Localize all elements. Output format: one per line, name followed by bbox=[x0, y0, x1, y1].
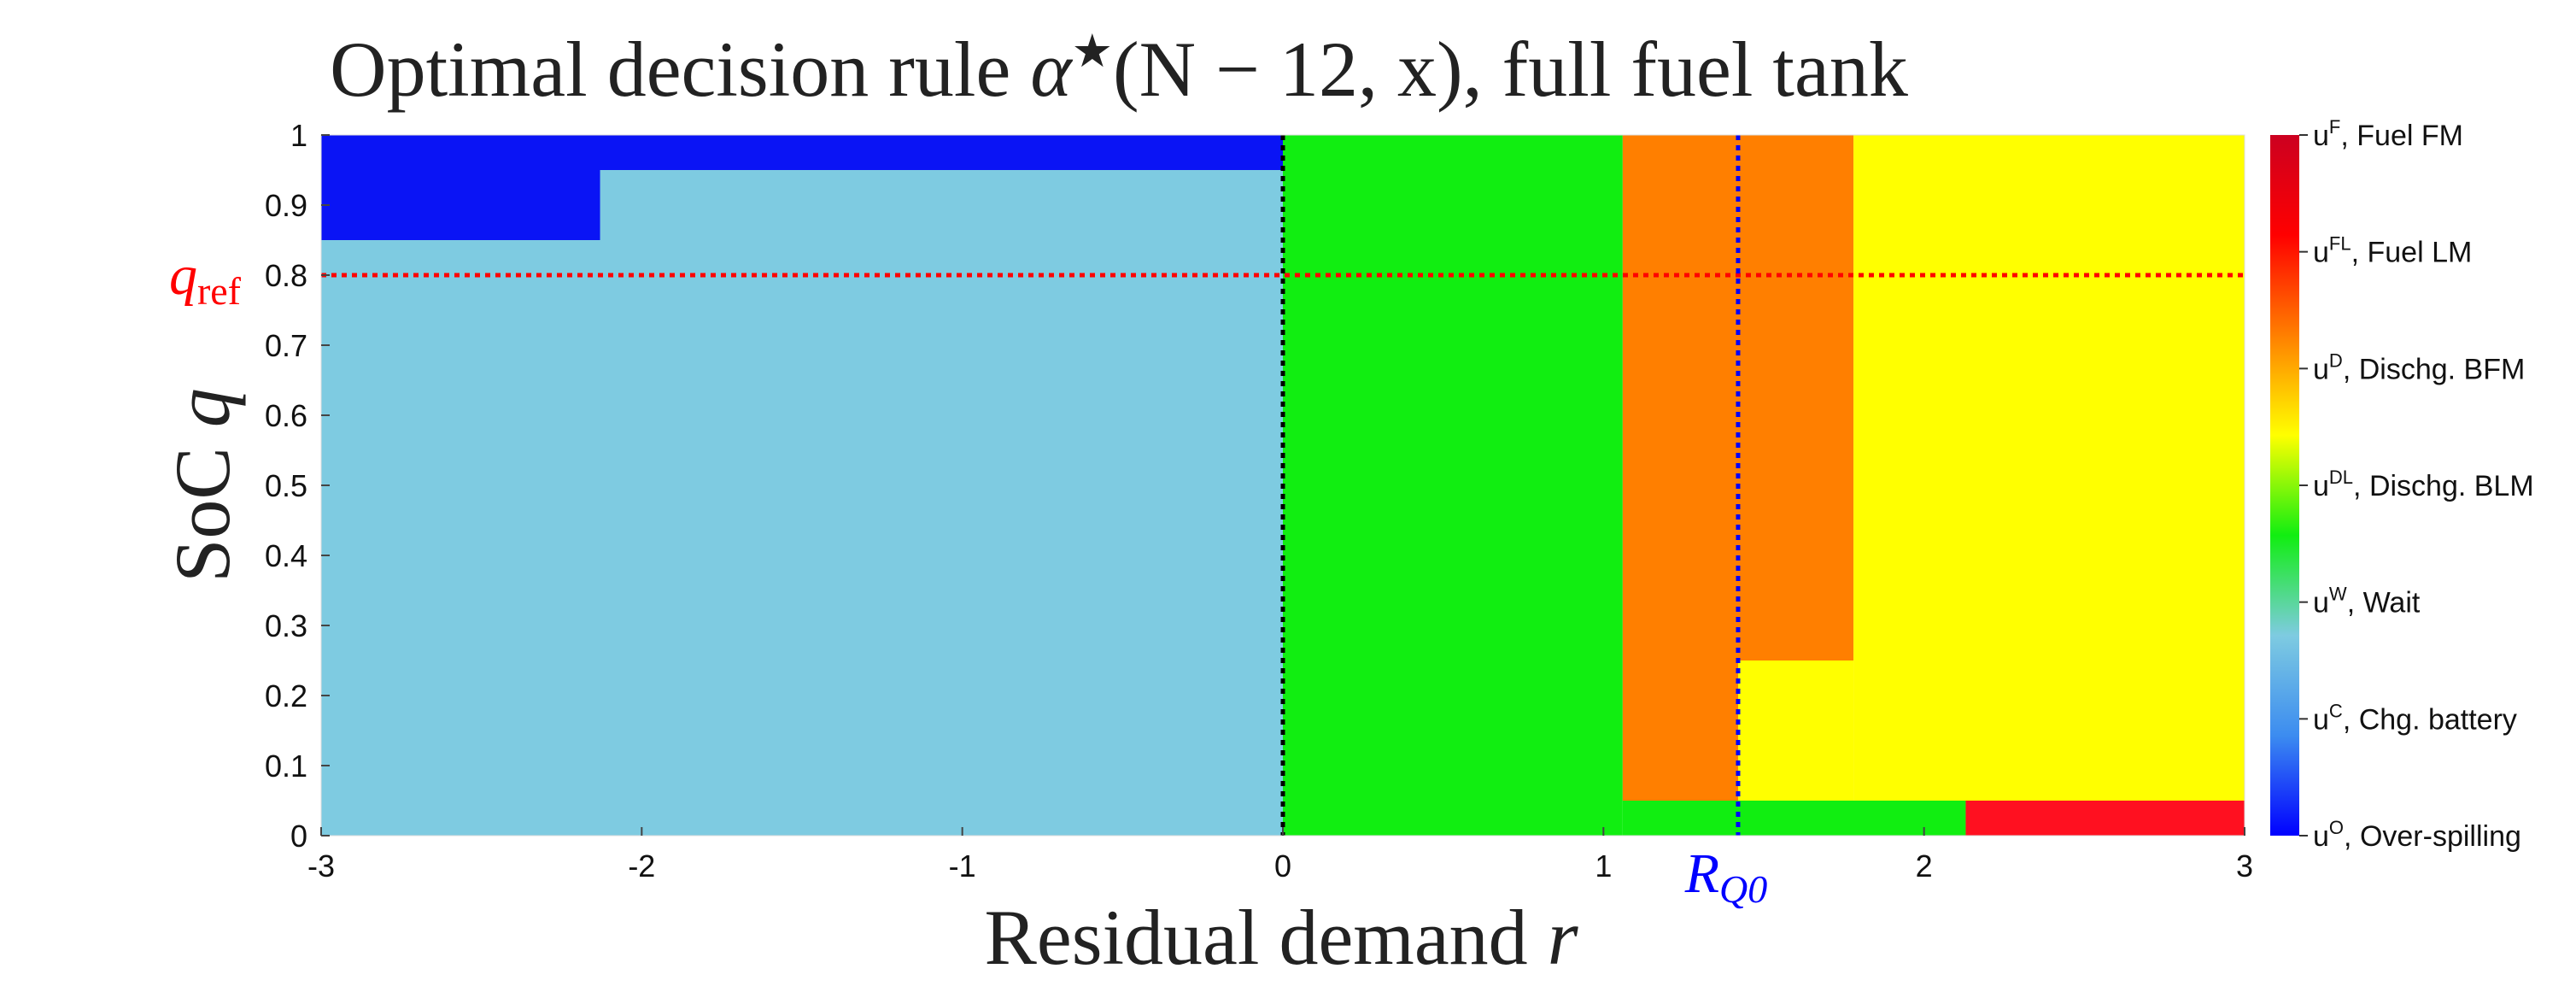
colorbar-label: uDL, Dischg. BLM bbox=[2313, 467, 2534, 502]
region-wait-3 bbox=[1283, 135, 1623, 836]
x-tick-label: 3 bbox=[2236, 848, 2253, 884]
x-tick-label: 2 bbox=[1916, 848, 1933, 884]
region-fuel-lm-8 bbox=[1965, 801, 2245, 836]
x-tick-label: 0 bbox=[1274, 848, 1291, 884]
colorbar-label: uD, Dischg. BFM bbox=[2313, 349, 2525, 385]
colorbar-label: uFL, Fuel LM bbox=[2313, 233, 2472, 269]
title-args: (N − 12, x) bbox=[1113, 26, 1463, 113]
title-func: α bbox=[1030, 26, 1073, 113]
y-tick-label: 0.7 bbox=[265, 328, 307, 363]
x-label-text: Residual demand bbox=[985, 894, 1528, 981]
ref-label-q-ref: qref bbox=[169, 244, 242, 313]
plot-area bbox=[321, 135, 2245, 836]
title-prefix: Optimal decision rule bbox=[330, 26, 1030, 113]
y-tick-label: 0.1 bbox=[265, 748, 307, 784]
colorbar-label: uF, Fuel FM bbox=[2313, 116, 2463, 152]
region-chg-battery-0 bbox=[321, 170, 1283, 836]
x-tick-label: -3 bbox=[307, 848, 335, 884]
colorbar-ticks: uF, Fuel FM uFL, Fuel LM uD, Dischg. BFM uD… bbox=[2299, 116, 2534, 853]
y-tick-label: 0.5 bbox=[265, 468, 307, 503]
region-wait-4 bbox=[1622, 801, 1966, 836]
y-tick-label: 0 bbox=[290, 819, 307, 854]
region-dischg-blm-7 bbox=[1737, 660, 1854, 801]
y-tick-label: 0.8 bbox=[265, 258, 307, 293]
x-axis-label: Residual demand r bbox=[985, 894, 1579, 981]
colorbar-label: uW, Wait bbox=[2313, 584, 2421, 619]
y-tick-label: 0.3 bbox=[265, 608, 307, 643]
region-over-spilling-2 bbox=[321, 170, 600, 240]
y-label-text: SoC bbox=[159, 447, 246, 583]
y-axis: 0 0.1 0.2 0.3 0.4 0.5 0.6 0.7 0.8 0.9 1 bbox=[265, 118, 330, 854]
x-tick-label: -1 bbox=[949, 848, 976, 884]
region-dischg-blm-6 bbox=[1853, 135, 2245, 801]
y-tick-label: 0.6 bbox=[265, 398, 307, 433]
y-tick-label: 0.4 bbox=[265, 538, 307, 573]
chart-title: Optimal decision rule α★(N − 12, x), ful… bbox=[330, 26, 1908, 113]
colorbar bbox=[2270, 135, 2299, 836]
region-over-spilling-1 bbox=[321, 135, 1283, 170]
y-label-var: q bbox=[159, 388, 246, 427]
ref-label-r-q0: RQ0 bbox=[1684, 842, 1768, 911]
y-tick-label: 1 bbox=[290, 118, 307, 153]
title-star: ★ bbox=[1072, 26, 1113, 77]
x-label-var: r bbox=[1548, 894, 1579, 981]
y-tick-label: 0.9 bbox=[265, 188, 307, 223]
x-axis: -3 -2 -1 0 1 2 3 bbox=[307, 827, 2253, 884]
y-axis-label: SoC q bbox=[159, 388, 246, 583]
colorbar-label: uC, Chg. battery bbox=[2313, 700, 2517, 736]
title-suffix: , full fuel tank bbox=[1463, 26, 1908, 113]
x-tick-label: 1 bbox=[1595, 848, 1612, 884]
x-tick-label: -2 bbox=[628, 848, 655, 884]
y-tick-label: 0.2 bbox=[265, 678, 307, 713]
colorbar-label: uO, Over-spilling bbox=[2313, 817, 2521, 853]
